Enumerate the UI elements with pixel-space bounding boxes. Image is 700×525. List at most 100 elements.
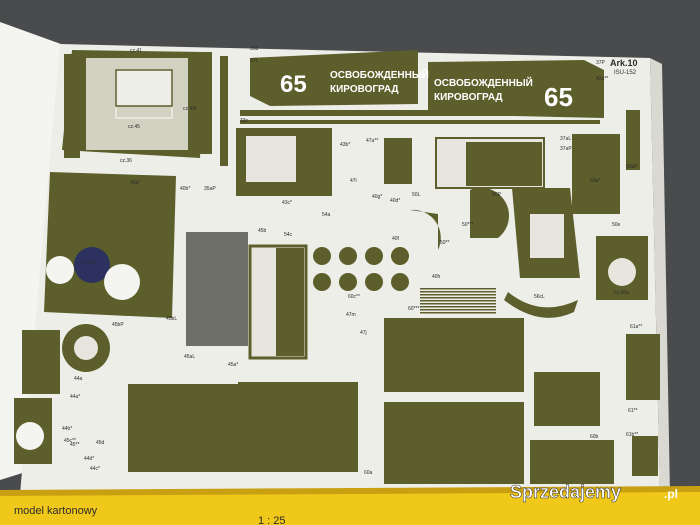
part-box-c-olive xyxy=(466,142,542,186)
banner-right-line1: ОСВОБОЖДЕННЫЙ xyxy=(434,76,533,89)
wheel-right xyxy=(104,264,140,300)
part-label: 43b* xyxy=(340,142,350,148)
cover-strip-shadow xyxy=(0,486,700,496)
part-label: 40a* xyxy=(130,180,140,186)
part-label: 47j xyxy=(360,330,367,336)
part-label: 47m xyxy=(346,312,356,318)
strip-37P xyxy=(240,120,600,124)
side-strip-left xyxy=(64,54,80,158)
part-label: 42a** xyxy=(596,76,608,82)
watermark: Sprzedajemy .pl xyxy=(510,482,678,503)
round-part-7 xyxy=(365,273,383,291)
part-box-d xyxy=(572,134,620,214)
part-label: 50aP xyxy=(626,164,638,170)
part-label: 60c** xyxy=(348,294,360,300)
hatch-inner xyxy=(115,69,173,107)
part-label: 50L xyxy=(412,192,421,198)
part-label: 56cL xyxy=(534,294,545,300)
mantlet-window xyxy=(530,214,564,258)
curved-part-b xyxy=(470,187,510,238)
part-label: cz.36 xyxy=(120,158,132,164)
panel-bottom-5 xyxy=(534,372,600,426)
part-label: 44a xyxy=(74,376,83,382)
part-label: 37L xyxy=(250,58,259,64)
stripe-line xyxy=(420,297,496,299)
panel-right-small-1 xyxy=(626,334,660,400)
part-label: cz.45 xyxy=(128,124,140,130)
hull-floor xyxy=(44,172,176,318)
stripe-line xyxy=(420,312,496,314)
part-label: 50a* xyxy=(590,178,600,184)
grille-left xyxy=(186,232,248,346)
ring-hole xyxy=(74,336,98,360)
part-label: 33c xyxy=(240,118,249,124)
sheet-subtitle: ISU-152 xyxy=(614,70,637,76)
part-label: 40h xyxy=(432,274,441,280)
part-label: 45a* xyxy=(228,362,238,368)
banner-left-line1: ОСВОБОЖДЕННЫЙ xyxy=(330,68,429,81)
banner-right-number: 65 xyxy=(544,82,573,112)
publisher-line: model kartonowy xyxy=(14,505,98,517)
part-label: 45d xyxy=(96,440,105,446)
round-hole-left xyxy=(16,422,44,450)
part-label: 37P xyxy=(596,60,606,66)
part-label: 45aL xyxy=(184,354,195,360)
part-label: 44b* xyxy=(62,426,72,432)
part-label: 35aP xyxy=(204,186,216,192)
stripe-line xyxy=(420,309,496,311)
part-label: 44c* xyxy=(90,466,100,472)
round-part-6 xyxy=(339,273,357,291)
watermark-suffix: .pl xyxy=(664,487,678,501)
panel-bottom-1 xyxy=(238,382,358,472)
part-label: 44a* xyxy=(70,394,80,400)
round-part-4 xyxy=(391,247,409,265)
stripe-line xyxy=(420,300,496,302)
part-label: cz.42f xyxy=(183,106,197,112)
scale-text: 1 : 25 xyxy=(258,515,286,525)
part-label: 60a xyxy=(364,470,373,476)
panel-bottom-2 xyxy=(128,384,238,472)
part-label: 45bP xyxy=(112,322,124,328)
banner-left xyxy=(250,50,418,106)
part-label: 37aP xyxy=(560,146,572,152)
stripe-line xyxy=(420,294,496,296)
round-part-2 xyxy=(339,247,357,265)
grille-right-inner xyxy=(276,248,304,356)
panel-left-small xyxy=(22,330,60,394)
part-label: 50*** xyxy=(462,222,473,228)
round-part-5 xyxy=(313,273,331,291)
banner-right-line2: КИРОВОГРАД xyxy=(434,92,503,103)
stripe-line xyxy=(420,288,496,290)
stripe-line xyxy=(420,306,496,308)
part-label: 35d xyxy=(250,46,259,52)
cover-strip xyxy=(0,488,700,525)
part-label: 40b* xyxy=(180,186,190,192)
part-label: 60b xyxy=(590,434,599,440)
part-label: 47i xyxy=(350,178,357,184)
part-label: 61b** xyxy=(626,432,638,438)
banner-left-number: 65 xyxy=(280,71,307,98)
part-label: 61a** xyxy=(630,324,642,330)
part-label: 40f xyxy=(392,236,400,242)
round-part-1 xyxy=(313,247,331,265)
part-label: 44d* xyxy=(84,456,94,462)
part-label: 40g* xyxy=(372,194,382,200)
round-part-8 xyxy=(391,273,409,291)
part-label: 45c** xyxy=(64,438,76,444)
sheet-edge-stack xyxy=(650,58,670,494)
part-label: 54c xyxy=(284,232,293,238)
strip-37L xyxy=(240,110,600,116)
panel-bottom-3 xyxy=(384,318,524,392)
side-strip-right xyxy=(192,52,212,154)
part-label: 61** xyxy=(628,408,638,414)
part-box-a-inner xyxy=(246,136,296,182)
watermark-text: Sprzedajemy xyxy=(510,482,621,502)
part-label: 54a xyxy=(322,212,331,218)
part-box-b xyxy=(384,138,412,184)
part-label: 50P xyxy=(492,192,502,198)
sheet-title: Ark.10 xyxy=(610,58,638,68)
stripe-line xyxy=(420,303,496,305)
part-label: 43c* xyxy=(282,200,292,206)
